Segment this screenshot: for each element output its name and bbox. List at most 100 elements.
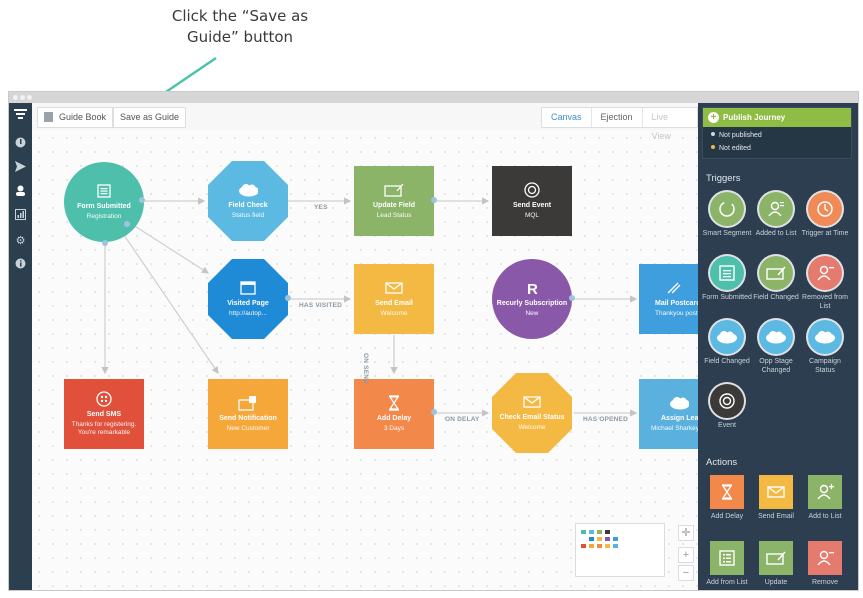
palette-tile[interactable]: Field Changed [702, 320, 752, 366]
envelope-icon [384, 280, 404, 296]
minimap-node [597, 537, 602, 541]
node-send-notification[interactable]: Send Notification New Customer [208, 379, 288, 449]
browser-page-icon [238, 280, 258, 296]
reports-icon[interactable] [13, 209, 28, 224]
palette-tile-label: Form Submitted [702, 294, 752, 301]
node-send-event[interactable]: Send Event MQL [492, 166, 572, 236]
palette-tile-label: Add Delay [710, 513, 744, 520]
palette-tile[interactable]: Removed from List [800, 256, 850, 311]
send-icon[interactable] [13, 161, 28, 176]
node-assign-lead[interactable]: Assign Lead Michael Sharkey [639, 379, 709, 449]
window-dot[interactable] [27, 95, 32, 100]
tab-live-view[interactable]: Live View [651, 112, 671, 141]
connection-port[interactable] [285, 295, 291, 301]
node-title: Visited Page [227, 300, 269, 307]
user-icon[interactable] [13, 185, 28, 200]
window-dot[interactable] [13, 95, 18, 100]
gear-icon[interactable]: ⚙ [15, 235, 26, 247]
palette-tile[interactable]: Smart Segment [702, 192, 752, 238]
node-subtitle: Thanks for registering. You're remarkabl… [71, 421, 137, 436]
minimap-node [613, 544, 618, 548]
palette-tile[interactable]: Update [751, 541, 801, 587]
notification-icon [238, 395, 258, 411]
minimap-node [597, 530, 602, 534]
palette-tile[interactable]: Field Changed [751, 256, 801, 302]
node-field-check[interactable]: Field Check Status field [208, 161, 288, 241]
minimap[interactable] [575, 523, 665, 577]
palette-tile[interactable]: Add to List [800, 475, 850, 521]
palette-tile-label: Removed from List [802, 294, 848, 310]
save-as-guide-button[interactable]: Save as Guide [113, 107, 187, 128]
connection-port[interactable] [431, 197, 437, 203]
connection-port[interactable] [139, 197, 145, 203]
form-icon [94, 183, 114, 199]
smart-segment-icon [710, 192, 744, 226]
guide-book-button[interactable]: Guide Book [37, 107, 114, 128]
palette-tile[interactable]: Opp Stage Changed [751, 320, 801, 375]
edge-label-has-opened: HAS OPENED [583, 416, 628, 423]
palette-tile[interactable]: Send Email [751, 475, 801, 521]
node-title: Field Check [228, 202, 268, 209]
status-bullet [711, 132, 715, 136]
add-to-list-icon [808, 475, 842, 509]
list-icon [710, 541, 744, 575]
zoom-out-button[interactable]: − [678, 565, 694, 581]
journey-canvas[interactable]: Form Submitted Registration Field Check … [32, 103, 710, 590]
publish-journey-button[interactable]: + Publish Journey [703, 108, 851, 127]
connection-port[interactable] [569, 295, 575, 301]
node-title: Send Email [375, 300, 413, 307]
fit-view-button[interactable]: ✛ [678, 525, 694, 541]
zoom-in-button[interactable]: + [678, 547, 694, 563]
node-update-field[interactable]: Update Field Lead Status [354, 166, 434, 236]
node-mail-postcard[interactable]: Mail Postcard Thankyou postcard [639, 264, 710, 334]
node-add-delay[interactable]: Add Delay 3 Days [354, 379, 434, 449]
minimap-node [597, 544, 602, 548]
palette-tile[interactable]: Event [702, 384, 752, 430]
menu-icon[interactable] [13, 109, 28, 124]
minimap-node [581, 544, 586, 548]
node-subtitle: Registration [86, 213, 122, 220]
palette-tile[interactable]: Add Delay [702, 475, 752, 521]
palette-tile[interactable]: Trigger at Time [800, 192, 850, 238]
node-check-email-status[interactable]: Check Email Status Welcome [492, 373, 572, 453]
node-send-email[interactable]: Send Email Welcome [354, 264, 434, 334]
node-send-sms[interactable]: Send SMS Thanks for registering. You're … [64, 379, 144, 449]
minimap-node [605, 530, 610, 534]
node-recurly-subscription[interactable]: R Recurly Subscription New [492, 259, 572, 339]
dashboard-icon[interactable] [13, 137, 28, 152]
node-visited-page[interactable]: Visited Page http://autop... [208, 259, 288, 339]
connection-port[interactable] [124, 221, 130, 227]
tab-canvas[interactable]: Canvas [542, 108, 592, 127]
node-subtitle: Lead Status [376, 212, 412, 219]
connection-port[interactable] [431, 409, 437, 415]
event-icon [522, 182, 542, 198]
window-dot[interactable] [20, 95, 25, 100]
palette-tile-label: Event [718, 422, 736, 429]
node-title: Recurly Subscription [496, 300, 568, 307]
envelope-icon [759, 475, 793, 509]
node-subtitle: 3 Days [383, 425, 405, 432]
node-subtitle: Status field [231, 212, 265, 219]
edge-label-on-delay: ON DELAY [445, 416, 480, 423]
node-title: Send Event [512, 202, 552, 209]
status-bullet [711, 145, 715, 149]
node-title: Update Field [372, 202, 415, 209]
node-title: Add Delay [376, 415, 412, 422]
svg-text:R: R [527, 281, 538, 296]
connection-port[interactable] [102, 240, 108, 246]
palette-tile[interactable]: Add from List [702, 541, 752, 587]
field-icon [759, 256, 793, 290]
salesforce-cloud-icon [238, 182, 258, 198]
palette-tile[interactable]: Form Submitted [702, 256, 752, 302]
tab-ejection[interactable]: Ejection [592, 108, 643, 127]
hourglass-icon [384, 395, 404, 411]
palette-tile[interactable]: Campaign Status [800, 320, 850, 375]
node-subtitle: New [525, 310, 539, 317]
palette-tile[interactable]: Remove [800, 541, 850, 587]
node-form-submitted[interactable]: Form Submitted Registration [64, 162, 144, 242]
palette-tile[interactable]: Added to List [751, 192, 801, 238]
minimap-node [589, 537, 594, 541]
journey-canvas-area: Form Submitted Registration Field Check … [32, 103, 710, 590]
minimap-node [589, 530, 594, 534]
info-icon[interactable] [13, 258, 28, 273]
